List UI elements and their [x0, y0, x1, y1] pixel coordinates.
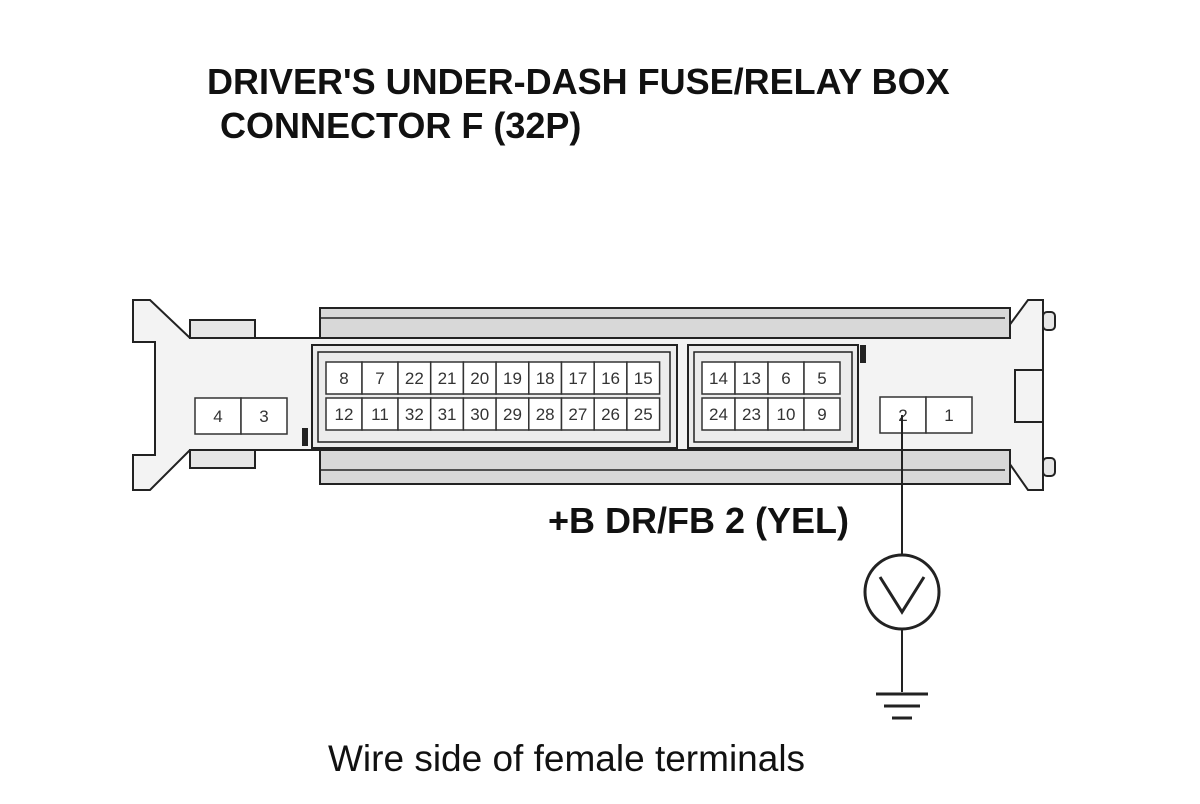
connector-bottom-rail: [319, 449, 1011, 485]
terminal-number: 15: [634, 369, 653, 388]
terminal-number: 17: [568, 369, 587, 388]
terminal-number: 21: [438, 369, 457, 388]
terminal-number: 5: [817, 369, 826, 388]
terminal-cell: [462, 397, 497, 431]
terminal-number: 11: [371, 405, 389, 424]
terminal-number: 30: [470, 405, 489, 424]
right-side-slot: [1014, 369, 1044, 423]
terminal-cell: [593, 397, 628, 431]
connector-top-rail: [319, 307, 1011, 339]
terminal-cell: [240, 397, 288, 435]
terminal-number: 18: [536, 369, 555, 388]
terminal-number: 28: [536, 405, 555, 424]
main-terminal-block: [311, 344, 678, 449]
terminal-number: 3: [259, 407, 268, 426]
terminal-cell: [803, 397, 841, 431]
terminal-cell: [397, 397, 432, 431]
terminal-number: 1: [944, 406, 953, 425]
terminal-cell: [495, 361, 530, 395]
terminal-number: 14: [709, 369, 728, 388]
terminal-number: 9: [817, 405, 826, 424]
terminal-number: 26: [601, 405, 620, 424]
terminal-number: 10: [777, 405, 796, 424]
terminal-number: 31: [438, 405, 457, 424]
terminal-cell: [560, 361, 595, 395]
terminal-number: 7: [375, 369, 384, 388]
terminal-number: 19: [503, 369, 522, 388]
terminal-cell: [925, 396, 973, 434]
terminal-number: 24: [709, 405, 728, 424]
terminal-cell: [528, 361, 563, 395]
terminal-cell: [325, 361, 363, 395]
mid-terminal-block: [687, 344, 859, 449]
terminal-number: 6: [781, 369, 790, 388]
diagram-title-line-1: DRIVER'S UNDER-DASH FUSE/RELAY BOX: [207, 61, 950, 102]
diagram-caption: Wire side of female terminals: [328, 738, 806, 779]
terminal-number: 32: [405, 405, 424, 424]
diagram-title-line-2: CONNECTOR F (32P): [220, 105, 582, 146]
terminal-number: 22: [405, 369, 424, 388]
ground-icon: [876, 692, 928, 720]
latch-tab-top: [189, 319, 256, 339]
terminal-cell: [734, 361, 769, 395]
terminal-number: 4: [213, 407, 222, 426]
terminal-number: 13: [742, 369, 761, 388]
terminal-number: 20: [470, 369, 489, 388]
terminal-cell: [626, 361, 661, 395]
wire-label: +B DR/FB 2 (YEL): [548, 500, 850, 541]
terminal-cell: [361, 361, 399, 395]
terminal-cell: [767, 361, 805, 395]
right-end-cap: [1042, 311, 1056, 331]
terminal-cell: [194, 397, 242, 435]
terminal-cell: [429, 361, 465, 395]
terminal-number: 16: [601, 369, 620, 388]
terminal-cell: [397, 361, 432, 395]
latch-tab-bottom: [189, 449, 256, 469]
terminal-number: 29: [503, 405, 522, 424]
terminal-cell: [767, 397, 805, 431]
terminal-number: 12: [335, 405, 354, 424]
terminal-number: 8: [339, 369, 348, 388]
terminal-cell: [803, 361, 841, 395]
terminal-cell: [429, 397, 465, 431]
terminal-number: 27: [568, 405, 587, 424]
terminal-cell: [626, 397, 661, 431]
voltmeter-icon: [863, 553, 941, 631]
right-end-cap: [1042, 457, 1056, 477]
terminal-number: 23: [742, 405, 761, 424]
terminal-number: 25: [634, 405, 653, 424]
